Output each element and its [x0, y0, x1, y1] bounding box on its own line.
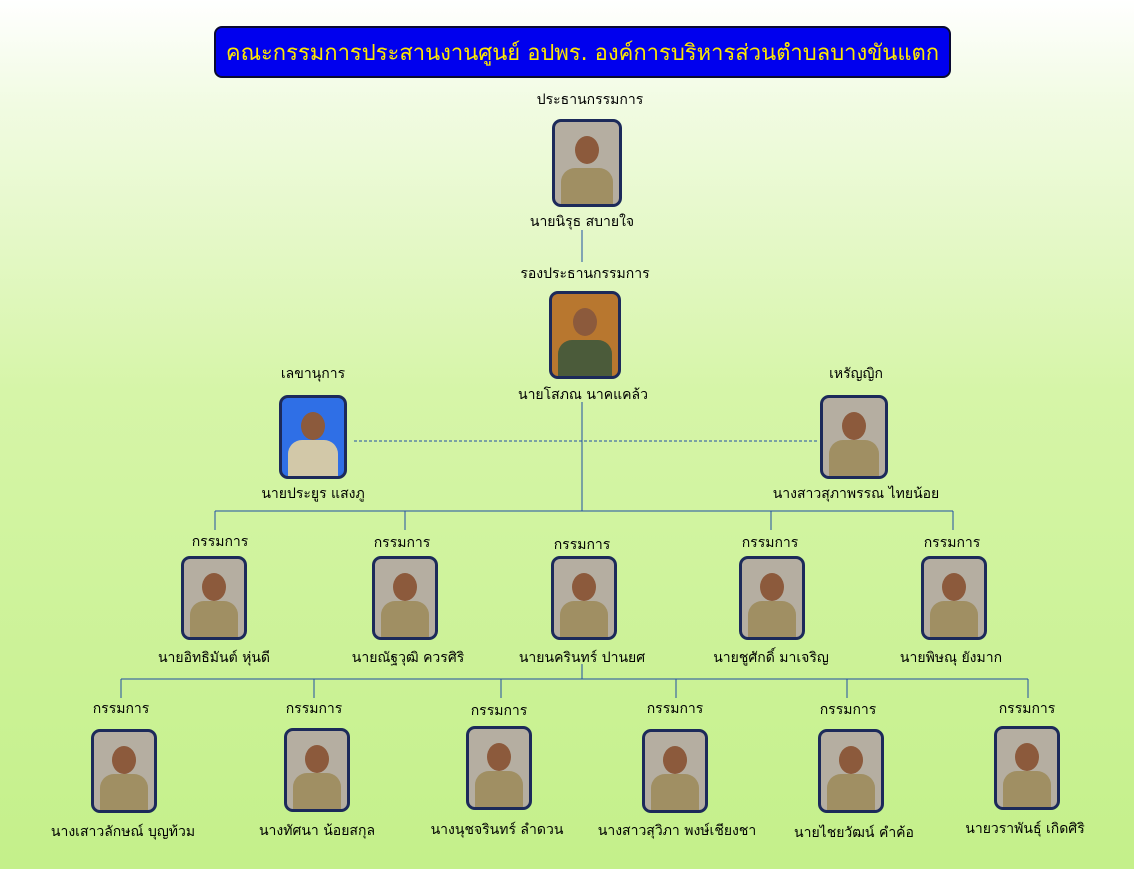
committee-name: นางทัศนา น้อยสกุล: [258, 823, 376, 839]
vice-chairman-name: นายโสภณ นาคแคล้ว: [518, 387, 648, 403]
committee-photo: [739, 556, 805, 640]
committee-photo: [284, 728, 350, 812]
committee-name: นายพิษณุ ยังมาก: [899, 650, 1003, 666]
committee-role: กรรมการ: [646, 701, 704, 717]
committee-name: นางเสาวลักษณ์ บุญท้วม: [50, 824, 196, 840]
committee-role: กรรมการ: [191, 534, 249, 550]
committee-photo: [818, 729, 884, 813]
committee-name: นายอิทธิมันต์ หุ่นดี: [157, 650, 271, 666]
committee-name: นายชูศักดิ์ มาเจริญ: [713, 650, 829, 666]
committee-role: กรรมการ: [373, 535, 431, 551]
chairman-role: ประธานกรรมการ: [536, 92, 644, 108]
secretary-name: นายประยูร แสงภู: [261, 486, 365, 502]
committee-role: กรรมการ: [819, 702, 877, 718]
committee-photo: [994, 726, 1060, 810]
committee-name: นายวราพันธุ์ เกิดศิริ: [965, 821, 1085, 837]
committee-photo: [642, 729, 708, 813]
committee-role: กรรมการ: [741, 535, 799, 551]
committee-role: กรรมการ: [285, 701, 343, 717]
committee-name: นางนุชจรินทร์ ลำดวน: [430, 822, 564, 838]
committee-role: กรรมการ: [470, 703, 528, 719]
chairman-name: นายนิรุธ สบายใจ: [529, 214, 635, 230]
committee-photo: [91, 729, 157, 813]
org-chart-title: คณะกรรมการประสานงานศูนย์ อปพร. องค์การบร…: [214, 26, 951, 78]
committee-photo: [551, 556, 617, 640]
vice-chairman-role: รองประธานกรรมการ: [520, 266, 650, 282]
secretary-role: เลขานุการ: [280, 366, 346, 382]
committee-name: นายไชยวัฒน์ คำค้อ: [794, 825, 914, 841]
committee-name: นางสาวสุวิภา พงษ์เชียงชา: [597, 823, 757, 839]
committee-name: นายณัฐวุฒิ ควรศิริ: [351, 650, 465, 666]
treasurer-role: เหรัญญิก: [829, 366, 883, 382]
committee-role: กรรมการ: [998, 701, 1056, 717]
committee-role: กรรมการ: [553, 537, 611, 553]
treasurer-photo: [820, 395, 888, 479]
committee-photo: [372, 556, 438, 640]
vice-chairman-photo: [549, 291, 621, 379]
committee-photo: [921, 556, 987, 640]
committee-photo: [466, 726, 532, 810]
secretary-photo: [279, 395, 347, 479]
chairman-photo: [552, 119, 622, 207]
committee-photo: [181, 556, 247, 640]
committee-name: นายนครินทร์ ปานยศ: [518, 650, 646, 666]
treasurer-name: นางสาวสุภาพรรณ ไทยน้อย: [772, 486, 940, 502]
committee-role: กรรมการ: [92, 701, 150, 717]
committee-role: กรรมการ: [923, 535, 981, 551]
